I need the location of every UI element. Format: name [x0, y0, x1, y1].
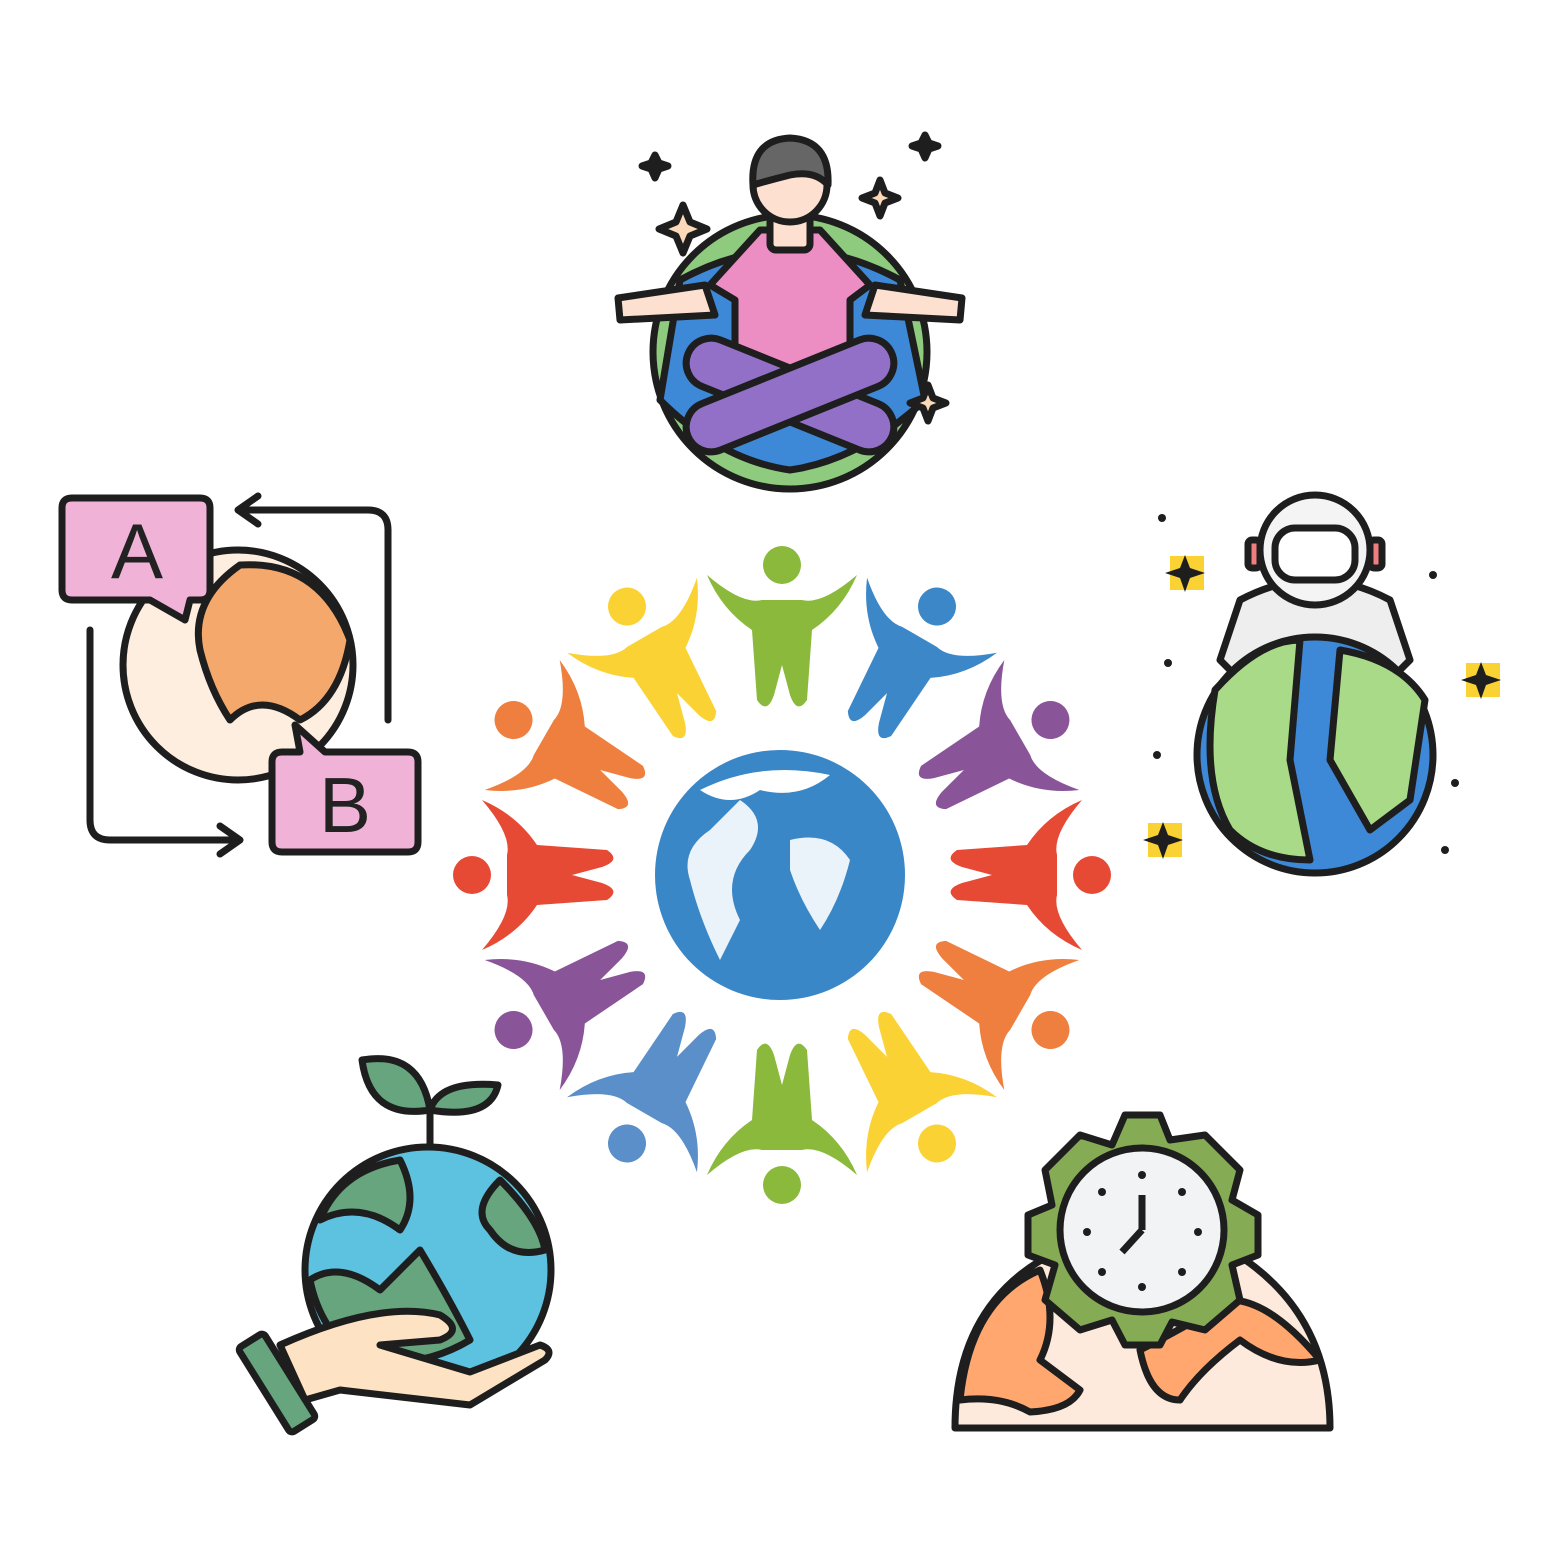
person-head — [763, 1166, 801, 1204]
person-body — [567, 1011, 717, 1173]
person-figure — [707, 1043, 857, 1204]
person-body — [847, 577, 997, 739]
person-figure — [484, 660, 646, 810]
person-figure — [567, 1011, 717, 1173]
sparkle-icons — [1143, 555, 1501, 859]
sparkle-icons — [638, 131, 950, 425]
person-figure — [847, 1011, 997, 1173]
person-head — [494, 1011, 533, 1049]
person-body — [918, 940, 1080, 1090]
person-head — [1073, 856, 1111, 894]
person-figure — [484, 940, 646, 1090]
people-around-globe-logo — [453, 546, 1111, 1204]
label-a: A — [111, 507, 163, 595]
center-globe-icon — [655, 750, 905, 1000]
person-body — [847, 1011, 997, 1173]
clock-gear-on-globe-icon — [951, 1111, 1334, 1432]
label-b: B — [319, 761, 371, 849]
person-head — [453, 856, 491, 894]
person-head — [918, 1124, 956, 1163]
astronaut-on-globe-icon — [1143, 491, 1501, 877]
person-figure — [847, 577, 997, 739]
star-dots — [1153, 514, 1459, 854]
meditating-person-on-globe-icon — [614, 131, 966, 493]
person-body — [482, 800, 614, 950]
person-figure — [453, 800, 614, 950]
person-head — [918, 587, 956, 626]
person-head — [1031, 1011, 1070, 1049]
person-figure — [918, 660, 1080, 810]
hand-holding-globe-icon — [235, 1055, 555, 1436]
translation-globe-icon: A B — [58, 492, 422, 858]
person-head — [494, 701, 533, 739]
person-body — [567, 577, 717, 739]
person-figure — [918, 940, 1080, 1090]
person-head — [608, 587, 646, 626]
person-figure — [707, 546, 857, 707]
person-body — [707, 1043, 857, 1175]
person-head — [1031, 701, 1070, 739]
speech-bubble-a — [58, 494, 214, 624]
person-body — [707, 575, 857, 707]
person-head — [608, 1124, 646, 1163]
person-head — [763, 546, 801, 584]
person-body — [484, 660, 646, 810]
person-figure — [567, 577, 717, 739]
person-figure — [950, 800, 1111, 950]
person-body — [484, 940, 646, 1090]
person-body — [918, 660, 1080, 810]
clock-ticks — [1083, 1171, 1202, 1291]
person-body — [950, 800, 1082, 950]
speech-bubble-b — [268, 721, 422, 856]
